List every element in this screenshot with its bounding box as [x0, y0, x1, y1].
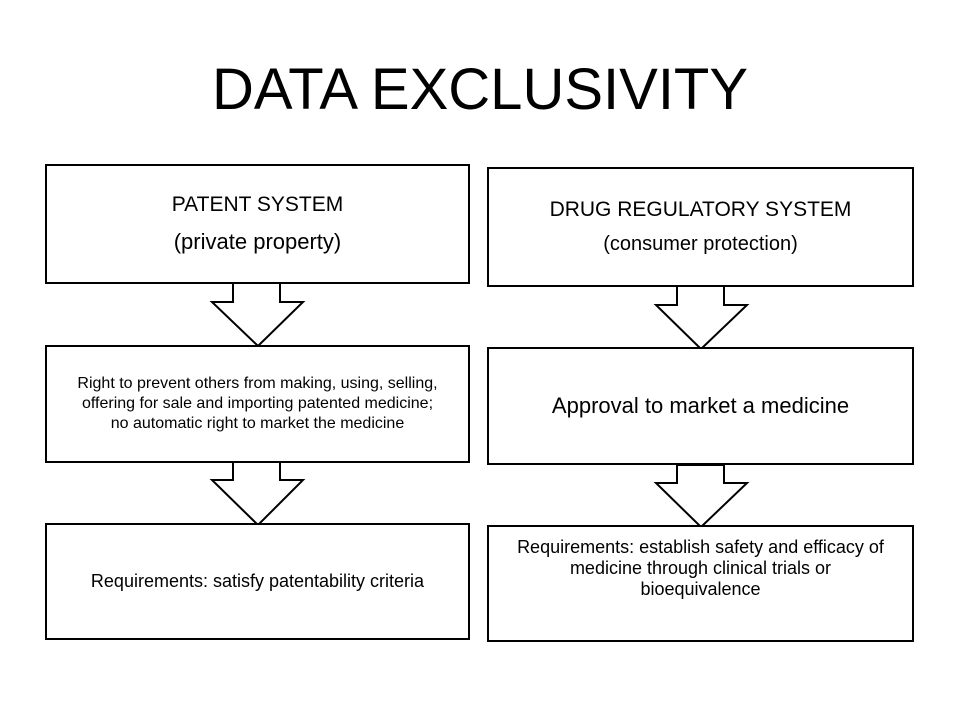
patent-rights-box: Right to prevent others from making, usi…	[45, 345, 470, 463]
market-approval-box: Approval to market a medicine	[487, 347, 914, 465]
arrow-down-left-1	[209, 282, 306, 348]
drug-regulatory-box: DRUG REGULATORY SYSTEM (consumer protect…	[487, 167, 914, 287]
patent-requirements-text: Requirements: satisfy patentability crit…	[90, 571, 425, 591]
page-title: DATA EXCLUSIVITY	[211, 57, 749, 122]
patent-rights-text: Right to prevent others from making, usi…	[77, 375, 438, 432]
drug-regulatory-heading: DRUG REGULATORY SYSTEM	[549, 198, 852, 221]
regulatory-requirements-box: Requirements: establish safety and effic…	[487, 525, 914, 642]
regulatory-requirements-text: Requirements: establish safety and effic…	[517, 537, 884, 599]
arrow-down-right-2	[653, 464, 750, 529]
patent-requirements-box: Requirements: satisfy patentability crit…	[45, 523, 470, 640]
patent-system-heading: PATENT SYSTEM	[171, 193, 344, 216]
arrow-down-right-1	[653, 285, 750, 351]
arrow-down-left-2	[209, 461, 306, 527]
drug-regulatory-subheading: (consumer protection)	[603, 233, 798, 255]
patent-system-subheading: (private property)	[173, 229, 342, 254]
patent-system-box: PATENT SYSTEM (private property)	[45, 164, 470, 284]
market-approval-text: Approval to market a medicine	[551, 393, 850, 418]
